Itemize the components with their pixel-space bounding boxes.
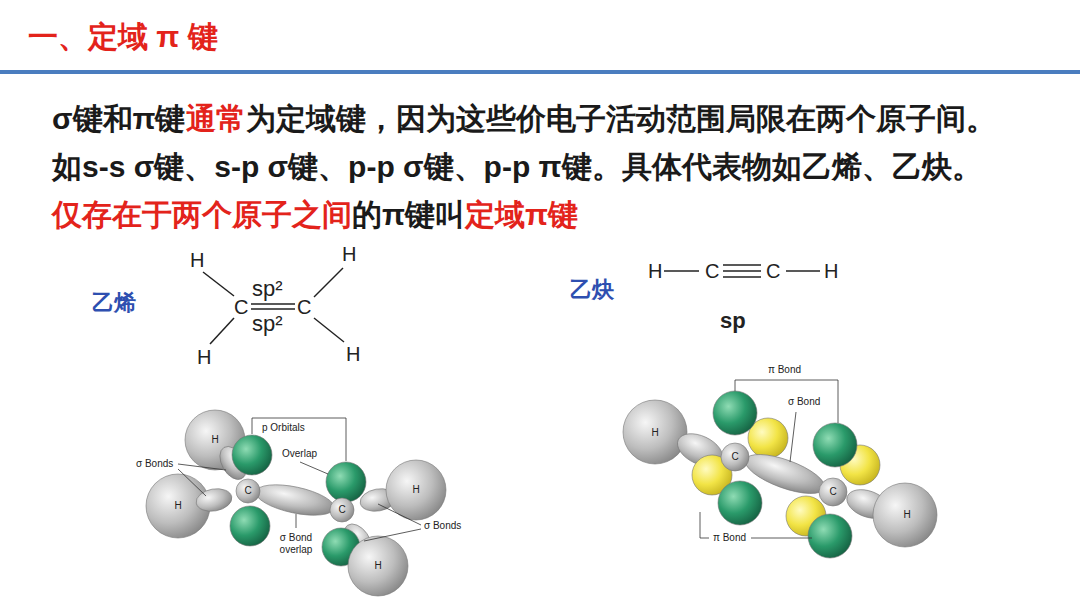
hybrid-label: sp² <box>252 313 283 335</box>
callout-label: π Bond <box>713 533 746 543</box>
body-line: σ键和π键通常为定域键，因为这些价电子活动范围局限在两个原子间。 <box>52 104 996 134</box>
molecule-name: 乙炔 <box>570 279 614 301</box>
body-text: 仅存在于两个原子之间 <box>52 198 352 231</box>
body-line: 如s-s σ键、s-p σ键、p-p σ键、p-p π键。具体代表物如乙烯、乙炔… <box>52 152 982 182</box>
body-text: 定域π键 <box>465 198 578 231</box>
atom-symbol: C <box>731 452 738 462</box>
callout-label: π Bond <box>768 365 801 375</box>
atom-symbol: C <box>766 261 780 281</box>
acetylene-bonds <box>664 265 820 277</box>
atom-symbol: C <box>705 261 719 281</box>
atom-symbol: H <box>651 428 658 438</box>
atom-symbol: C <box>234 297 248 317</box>
hybrid-label: sp² <box>252 278 283 300</box>
atom-symbol: H <box>197 347 211 367</box>
body-text: 的π键叫 <box>352 198 465 231</box>
atom-symbol: H <box>648 261 662 281</box>
atom-symbol: H <box>412 485 419 495</box>
acetylene-leaders <box>700 380 838 538</box>
body-line: 仅存在于两个原子之间的π键叫定域π键 <box>52 200 578 230</box>
body-text: 通常 <box>186 102 246 135</box>
ethylene-leaders <box>178 418 421 541</box>
molecule-name: 乙烯 <box>92 292 136 314</box>
callout-label: σ Bonds <box>424 521 461 531</box>
acetylene-orbital-model <box>623 391 937 558</box>
atom-symbol: H <box>824 261 838 281</box>
atom-symbol: H <box>174 501 181 511</box>
atom-symbol: H <box>342 244 356 264</box>
atom-symbol: H <box>346 344 360 364</box>
body-text: 为定域键，因为这些价电子活动范围局限在两个原子间。 <box>246 102 996 135</box>
body-text: σ键和π键 <box>52 102 186 135</box>
callout-label: σ Bond <box>788 397 820 407</box>
callout-label: σ Bonds <box>136 459 173 469</box>
ethylene-bonds <box>203 268 344 344</box>
atom-symbol: C <box>338 505 345 515</box>
atom-symbol: H <box>190 250 204 270</box>
ethylene-orbital-model <box>146 410 446 596</box>
callout-label: Overlap <box>282 449 317 459</box>
callout-label: σ Bond overlap <box>274 532 318 555</box>
header-rule <box>0 70 1080 74</box>
atom-symbol: H <box>374 561 381 571</box>
atom-symbol: C <box>829 487 836 497</box>
callout-label: p Orbitals <box>262 423 305 433</box>
slide-title: 一、定域 π 键 <box>28 22 218 52</box>
atom-symbol: H <box>211 435 218 445</box>
atom-symbol: C <box>297 297 311 317</box>
hybrid-label: sp <box>720 310 746 332</box>
atom-symbol: C <box>244 486 251 496</box>
body-text: 如s-s σ键、s-p σ键、p-p σ键、p-p π键。具体代表物如乙烯、乙炔… <box>52 150 982 183</box>
atom-symbol: H <box>903 510 910 520</box>
